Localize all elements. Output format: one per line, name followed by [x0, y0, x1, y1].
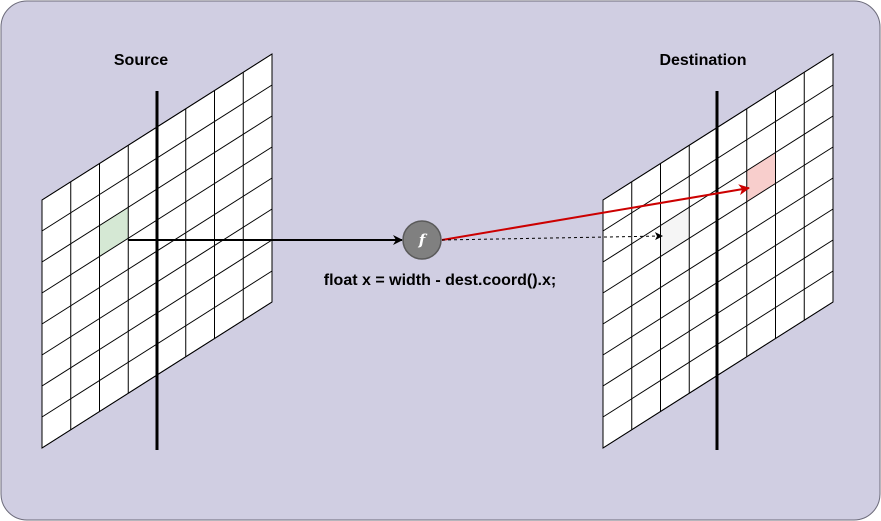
- source-highlight-cell: [99, 207, 129, 257]
- formula-text: float x = width - dest.coord().x;: [324, 272, 556, 289]
- dashed-reference-arrow: [441, 232, 663, 241]
- destination-highlight-cell: [746, 152, 776, 202]
- function-node: [402, 220, 442, 260]
- function-symbol: f: [418, 231, 428, 249]
- destination-title: Destination: [659, 52, 746, 69]
- mapping-arrow: [441, 184, 750, 241]
- source-title: Source: [114, 52, 168, 69]
- destination-ghost-cell: [660, 207, 690, 257]
